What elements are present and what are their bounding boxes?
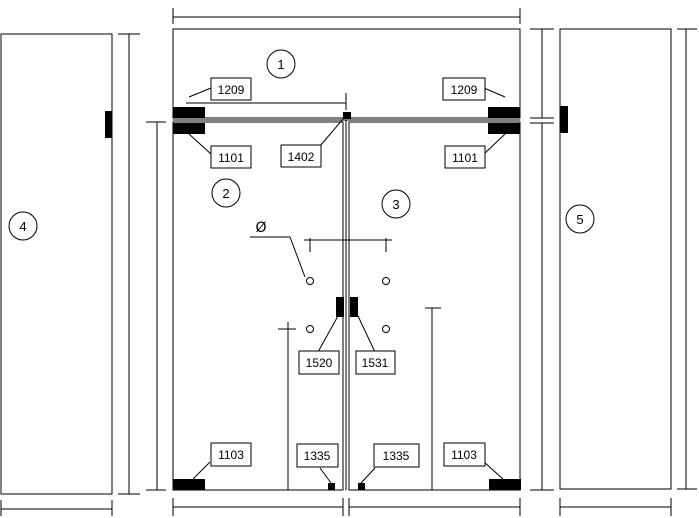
part-label-1103-left: 1103 (210, 442, 252, 467)
panel-number-4: 4 (8, 211, 38, 241)
part-label-1402: 1402 (280, 144, 322, 168)
handle-right-block (350, 297, 358, 317)
part-label-text: 1103 (218, 448, 244, 462)
patch-bottom-right-block (489, 479, 521, 490)
panel-number-2: 2 (211, 178, 241, 208)
part-label-text: 1209 (451, 83, 478, 97)
patch-top-right-block (488, 123, 520, 134)
left-side-wall-clamp (105, 111, 112, 138)
hole-right-lower (382, 325, 390, 333)
panel-number-5: 5 (565, 204, 595, 234)
part-label-1209-left: 1209 (210, 77, 252, 101)
part-label-1103-right: 1103 (443, 442, 486, 467)
part-label-text: 1531 (362, 356, 389, 370)
part-label-text: 1335 (304, 449, 331, 463)
panel-number-text: 2 (222, 186, 229, 201)
panel-number-text: 5 (576, 212, 583, 227)
part-label-text: 1101 (218, 151, 244, 165)
panel-number-text: 4 (19, 219, 26, 234)
part-label-text: 1209 (218, 83, 245, 97)
part-label-text: 1101 (452, 151, 478, 165)
hole-right-upper (382, 277, 390, 285)
right-side-panel (559, 28, 672, 490)
patch-bottom-left-block (173, 479, 205, 490)
floor-lock-right-block (358, 483, 365, 490)
left-side-panel (0, 33, 113, 495)
part-label-1335-left: 1335 (296, 443, 339, 468)
part-label-1531: 1531 (355, 350, 396, 375)
floor-lock-left-block (328, 483, 335, 490)
right-door-panel (348, 121, 521, 491)
dimension-lines (0, 8, 697, 516)
leader-lines (188, 87, 506, 484)
part-label-1209-right: 1209 (442, 77, 486, 101)
part-label-1335-right: 1335 (373, 443, 420, 468)
top-hinge-right-block (488, 107, 520, 118)
top-hinge-left-block (173, 107, 205, 118)
handle-left-block (336, 297, 344, 317)
diameter-symbol: Ø (255, 220, 266, 236)
transom-clamp-block (343, 112, 351, 119)
left-door-panel (172, 121, 344, 491)
panel-number-text: 3 (392, 197, 399, 212)
panel-number-text: 1 (277, 57, 284, 72)
patch-top-left-block (173, 123, 205, 134)
panel-number-3: 3 (381, 189, 411, 219)
part-label-text: 1103 (451, 448, 477, 462)
hole-left-lower (306, 325, 314, 333)
part-label-text: 1520 (306, 356, 333, 370)
part-label-text: 1402 (288, 150, 315, 164)
part-label-text: 1335 (383, 449, 410, 463)
part-label-1520: 1520 (298, 350, 340, 375)
hole-left-upper (306, 277, 314, 285)
part-label-1101-right: 1101 (444, 145, 486, 169)
panel-number-1: 1 (266, 49, 296, 79)
part-label-1101-left: 1101 (210, 145, 252, 169)
right-side-wall-clamp (560, 106, 568, 133)
